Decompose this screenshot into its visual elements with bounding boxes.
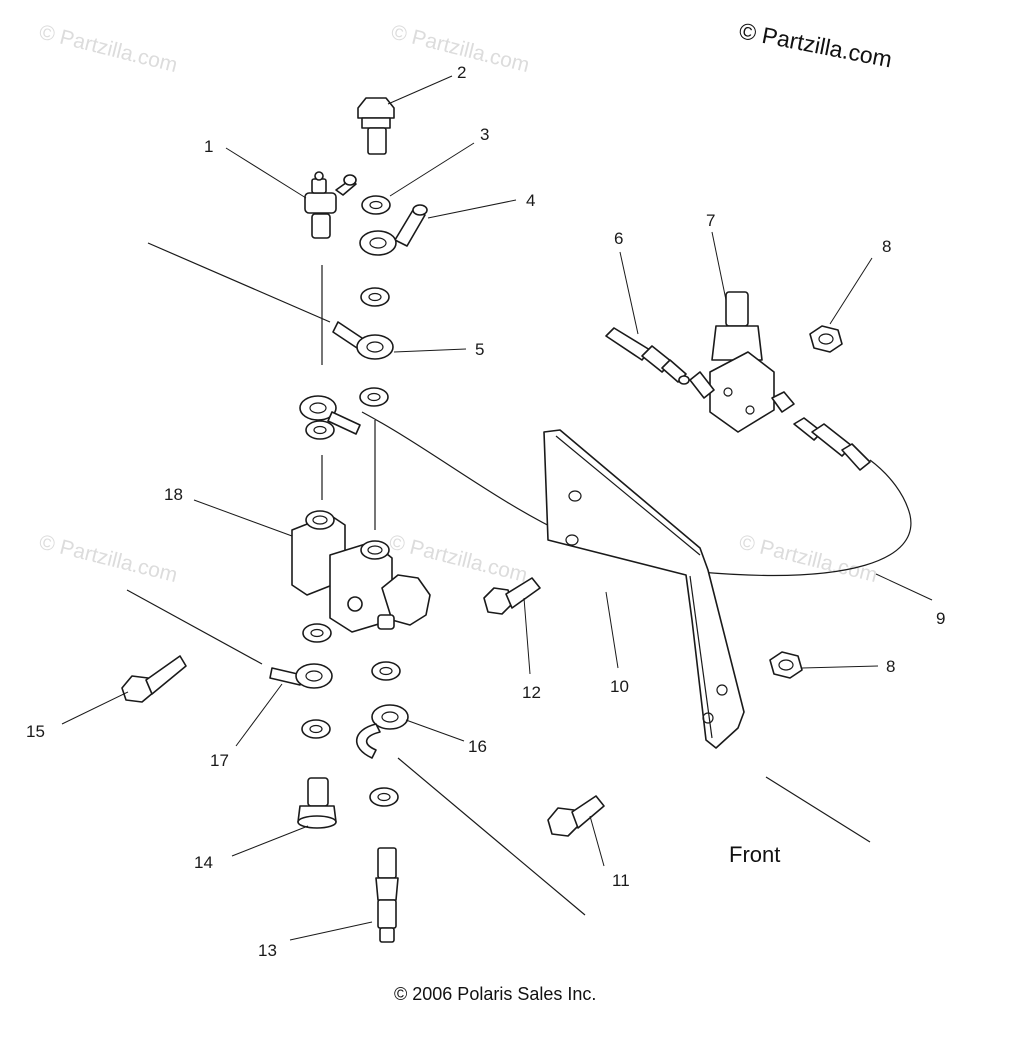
nut-lower bbox=[769, 651, 803, 679]
banjo-bolt-14 bbox=[297, 777, 337, 829]
pressure-switch bbox=[304, 171, 357, 239]
leader-lines bbox=[61, 75, 933, 941]
banjo-fitting-17 bbox=[269, 663, 333, 689]
callout-label: 12 bbox=[522, 683, 541, 702]
banjo-fitting-lower bbox=[299, 395, 361, 435]
brake-fitting bbox=[605, 327, 690, 385]
assembly-lines bbox=[126, 242, 912, 916]
nut-upper bbox=[809, 325, 843, 353]
callout-label: 8 bbox=[886, 657, 895, 676]
washers bbox=[301, 195, 401, 807]
callout-label: 5 bbox=[475, 340, 484, 359]
copyright-label: © 2006 Polaris Sales Inc. bbox=[394, 984, 596, 1004]
banjo-fitting-upper bbox=[359, 204, 428, 256]
callout-label: 6 bbox=[614, 229, 623, 248]
callout-label: 9 bbox=[936, 609, 945, 628]
callout-label: 10 bbox=[610, 677, 629, 696]
mounting-bracket bbox=[543, 429, 745, 749]
banjo-fitting bbox=[332, 321, 394, 360]
callouts: 1 2 3 4 5 6 7 8 8 9 10 11 12 13 14 15 16… bbox=[26, 63, 945, 960]
callout-label: 14 bbox=[194, 853, 213, 872]
callout-label: 18 bbox=[164, 485, 183, 504]
watermark: © Partzilla.com bbox=[737, 531, 880, 588]
callout-label: 13 bbox=[258, 941, 277, 960]
brand-label: © Partzilla.com bbox=[737, 17, 894, 72]
callout-label: 17 bbox=[210, 751, 229, 770]
brake-line-fitting bbox=[793, 417, 871, 471]
banjo-bolt bbox=[357, 97, 395, 155]
bolt-15 bbox=[121, 655, 187, 703]
brake-light-switch bbox=[689, 291, 795, 433]
callout-label: 2 bbox=[457, 63, 466, 82]
bolt-11 bbox=[547, 795, 605, 837]
watermark: © Partzilla.com bbox=[37, 531, 180, 588]
callout-label: 4 bbox=[526, 191, 535, 210]
callout-label: 1 bbox=[204, 137, 213, 156]
callout-label: 16 bbox=[468, 737, 487, 756]
proportioning-valve bbox=[291, 510, 431, 633]
callout-label: 11 bbox=[612, 871, 630, 890]
callout-label: 7 bbox=[706, 211, 715, 230]
front-direction-label: Front bbox=[729, 842, 780, 867]
watermark: © Partzilla.com bbox=[37, 21, 180, 78]
callout-label: 8 bbox=[882, 237, 891, 256]
bleeder-fitting bbox=[375, 847, 399, 943]
bolt-12 bbox=[483, 577, 541, 615]
callout-label: 3 bbox=[480, 125, 489, 144]
callout-label: 15 bbox=[26, 722, 45, 741]
banjo-fitting-16 bbox=[355, 704, 409, 759]
